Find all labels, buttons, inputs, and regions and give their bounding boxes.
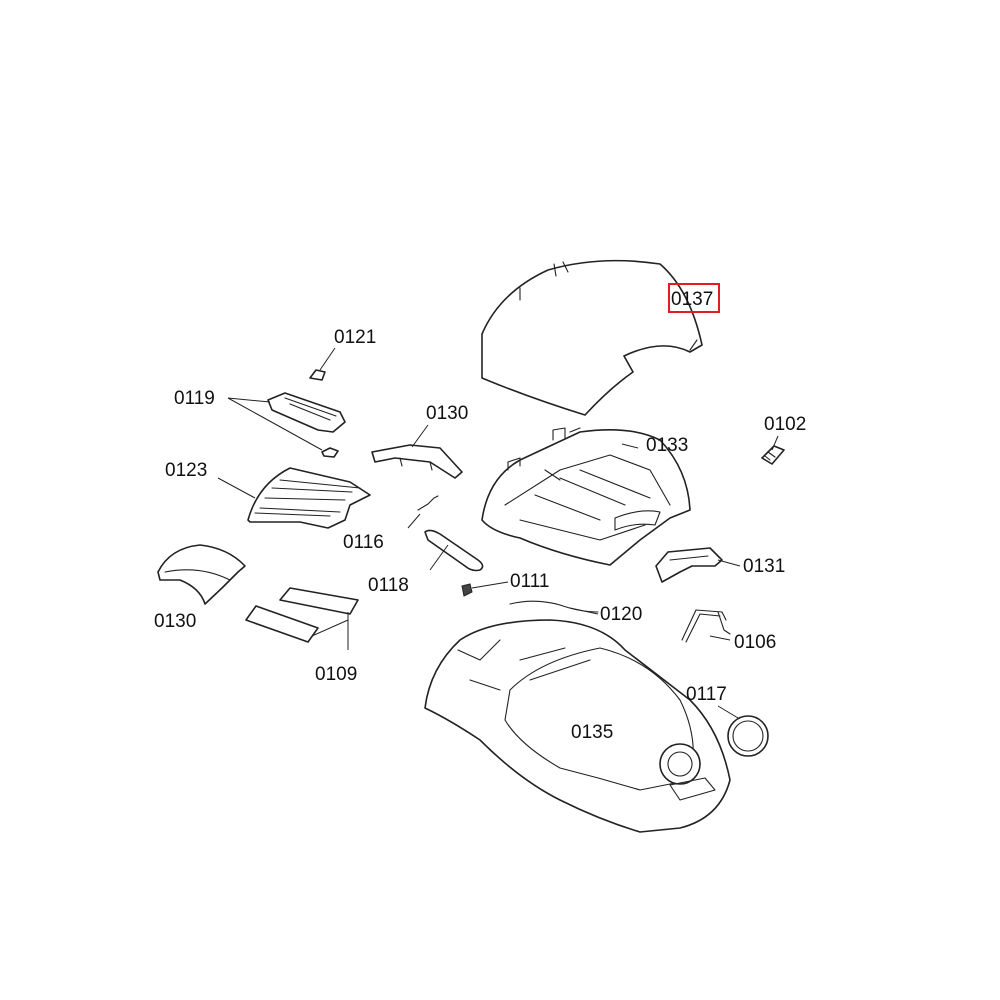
part-0106-bracket[interactable] bbox=[681, 609, 731, 643]
part-0121-clip[interactable] bbox=[309, 369, 326, 381]
highlight-box-0137 bbox=[668, 283, 720, 313]
part-0116-wire[interactable] bbox=[417, 495, 439, 511]
leader-lines bbox=[217, 347, 779, 719]
callout-0118[interactable]: 0118 bbox=[368, 575, 409, 596]
part-0137-lid[interactable] bbox=[481, 259, 703, 416]
callout-0123[interactable]: 0123 bbox=[165, 460, 208, 481]
callout-0131[interactable]: 0131 bbox=[743, 556, 786, 577]
part-0131-plate[interactable] bbox=[655, 547, 723, 583]
part-0119-handle[interactable] bbox=[267, 392, 346, 458]
callout-0109[interactable]: 0109 bbox=[315, 664, 358, 685]
callout-0120[interactable]: 0120 bbox=[600, 604, 643, 625]
callout-0111[interactable]: 0111 bbox=[510, 571, 550, 592]
part-0130-upper-cover[interactable] bbox=[371, 444, 463, 479]
part-0118-lever[interactable] bbox=[424, 529, 484, 572]
callout-0117[interactable]: 0117 bbox=[686, 684, 727, 705]
callout-0119[interactable]: 0119 bbox=[174, 388, 215, 409]
part-0133-frame[interactable] bbox=[481, 427, 691, 566]
part-0102-pin[interactable] bbox=[761, 445, 785, 465]
part-0123-grille[interactable] bbox=[247, 467, 371, 529]
callout-0137[interactable]: 0137 bbox=[671, 289, 714, 310]
part-0130-lower-cover[interactable] bbox=[157, 544, 246, 605]
part-0117-ring[interactable] bbox=[727, 715, 769, 757]
callout-0130-lower[interactable]: 0130 bbox=[154, 611, 197, 632]
part-0111-spring[interactable] bbox=[461, 583, 473, 597]
part-0135-base[interactable] bbox=[424, 619, 731, 833]
callout-0135[interactable]: 0135 bbox=[571, 722, 614, 743]
callout-0130-upper[interactable]: 0130 bbox=[426, 403, 469, 424]
part-0120-cord[interactable] bbox=[509, 600, 599, 613]
callout-0121[interactable]: 0121 bbox=[334, 327, 377, 348]
part-0109-filters[interactable] bbox=[245, 587, 359, 643]
callout-0102[interactable]: 0102 bbox=[764, 414, 807, 435]
callout-0133[interactable]: 0133 bbox=[646, 435, 689, 456]
callout-0106[interactable]: 0106 bbox=[734, 632, 777, 653]
callout-0116[interactable]: 0116 bbox=[343, 532, 384, 553]
